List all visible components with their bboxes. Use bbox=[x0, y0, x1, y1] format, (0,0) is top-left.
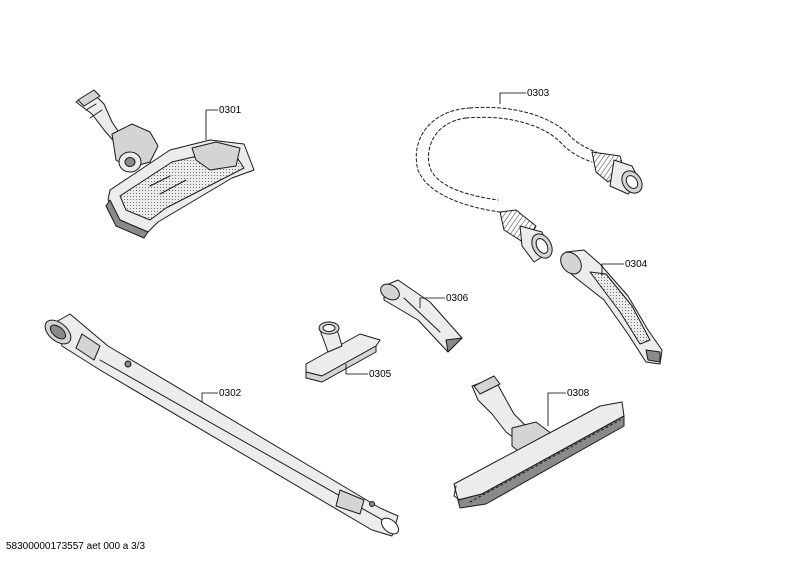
label-leader-0303 bbox=[499, 92, 526, 104]
part-label-0306: 0306 bbox=[446, 293, 469, 304]
upholstery-nozzle-icon[interactable] bbox=[305, 321, 381, 383]
label-leader-0304 bbox=[601, 263, 624, 276]
telescopic-tube-icon[interactable] bbox=[41, 313, 402, 537]
document-reference: 58300000173557 aet 000 a 3/3 bbox=[6, 541, 146, 552]
label-leader-0302 bbox=[201, 392, 218, 402]
part-label-0302: 0302 bbox=[219, 388, 242, 399]
part-label-0305: 0305 bbox=[369, 369, 392, 380]
part-label-0308: 0308 bbox=[567, 388, 590, 399]
parquet-floor-nozzle-icon[interactable] bbox=[453, 375, 625, 509]
hose-handle-icon[interactable] bbox=[556, 248, 663, 365]
label-leader-0308 bbox=[547, 392, 566, 426]
label-leader-0306 bbox=[419, 297, 445, 308]
turbo-brush-nozzle-icon[interactable] bbox=[75, 89, 255, 239]
crevice-tool-icon[interactable] bbox=[378, 279, 463, 353]
label-leader-0301 bbox=[205, 109, 218, 140]
label-leader-0305 bbox=[345, 364, 368, 375]
part-label-0301: 0301 bbox=[219, 105, 242, 116]
part-label-0304: 0304 bbox=[625, 259, 648, 270]
part-label-0303: 0303 bbox=[527, 88, 550, 99]
suction-hose-icon[interactable] bbox=[415, 106, 646, 263]
